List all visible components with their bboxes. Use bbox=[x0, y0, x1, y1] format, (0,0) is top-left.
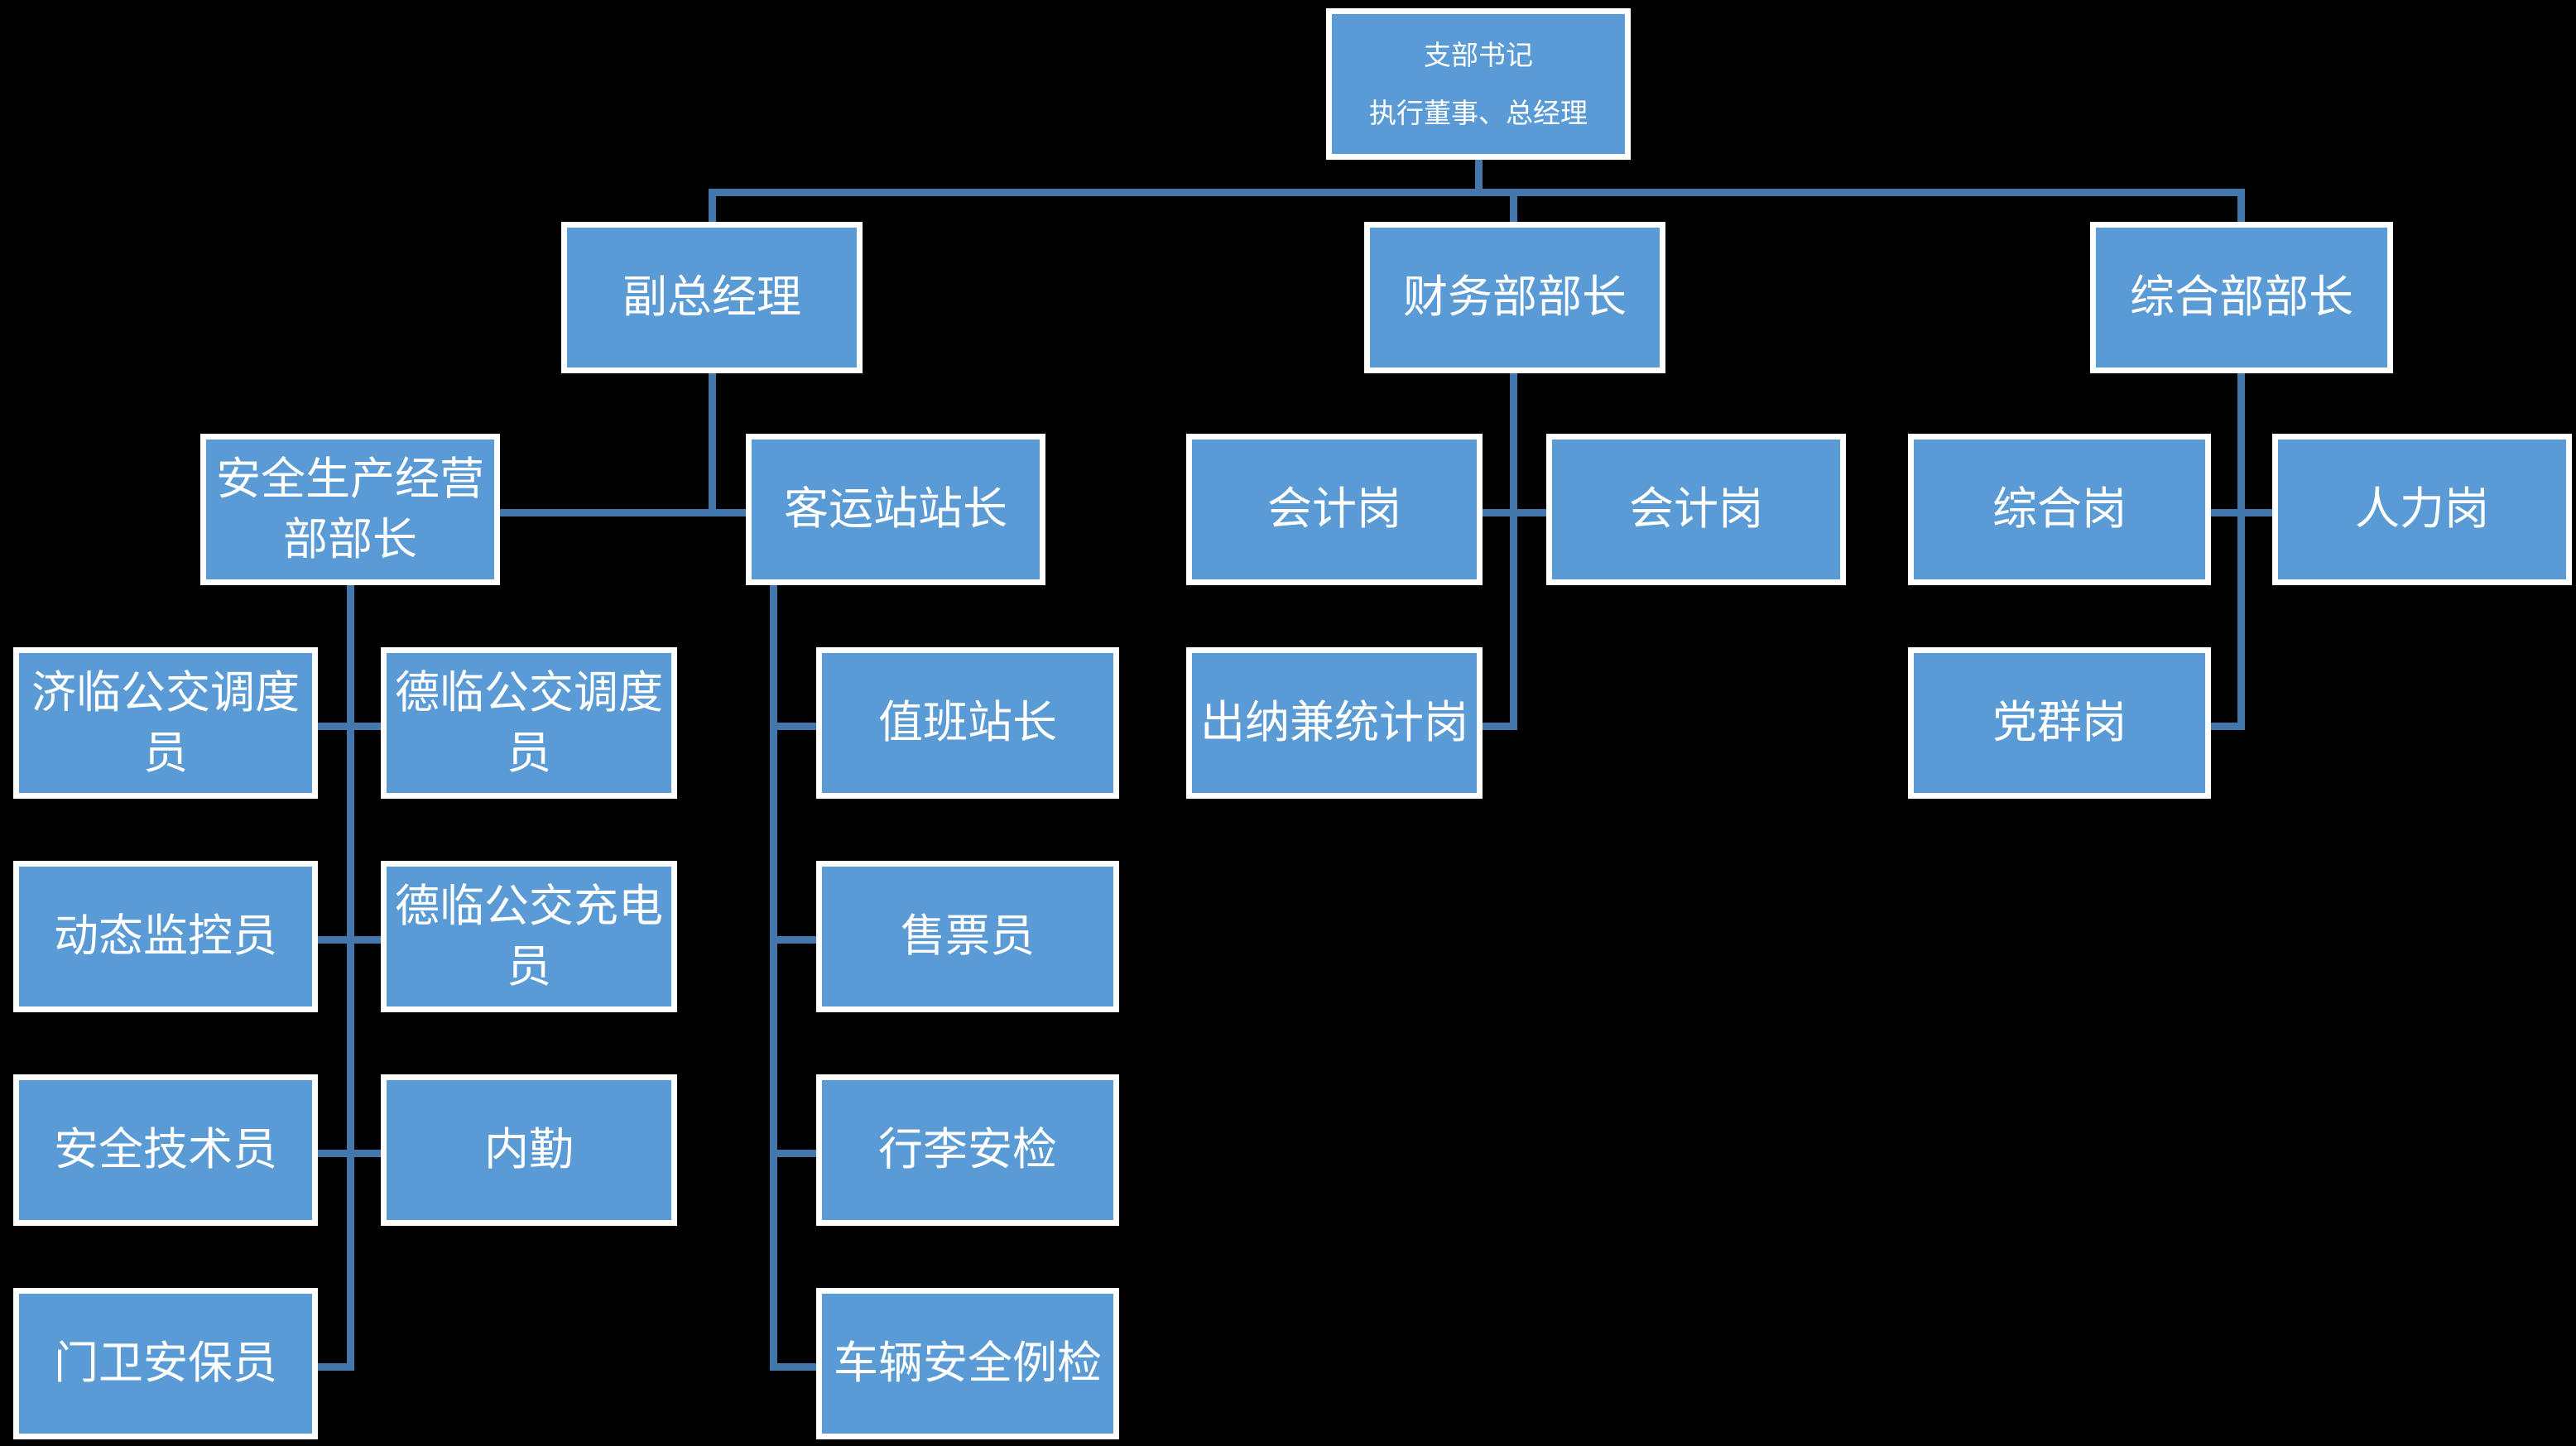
node-branch-secretary: 支部书记 执行董事、总经理 bbox=[1326, 8, 1631, 160]
node-deputy-gm: 副总经理 bbox=[561, 222, 863, 373]
node-gate-guard: 门卫安保员 bbox=[13, 1288, 318, 1439]
connector-finance-trunk bbox=[1510, 373, 1517, 730]
node-jilin-dispatcher: 济临公交调度员 bbox=[13, 647, 318, 799]
connector-general-trunk bbox=[2237, 373, 2245, 730]
node-general-head: 综合部部长 bbox=[2090, 222, 2393, 373]
node-general-post: 综合岗 bbox=[1908, 434, 2211, 585]
connector-station-trunk bbox=[770, 585, 777, 1371]
connector-deputy-gm-down bbox=[709, 373, 716, 516]
connector-safety-to-station bbox=[500, 509, 746, 516]
connector-stub-gate-guard bbox=[318, 1363, 354, 1371]
connector-stub-baggage-security bbox=[770, 1150, 816, 1157]
node-safety-technician: 安全技术员 bbox=[13, 1074, 318, 1226]
node-cashier-statistics: 出纳兼统计岗 bbox=[1186, 647, 1483, 799]
connector-drop-deputy-gm bbox=[709, 189, 716, 222]
node-branch-secretary-line2: 执行董事、总经理 bbox=[1369, 97, 1588, 128]
connector-drop-general-head bbox=[2237, 189, 2245, 222]
node-hr-post: 人力岗 bbox=[2272, 434, 2572, 585]
node-station-master: 客运站站长 bbox=[746, 434, 1045, 585]
node-vehicle-inspection: 车辆安全例检 bbox=[816, 1288, 1119, 1439]
connector-stub-duty-chief bbox=[770, 723, 816, 730]
connector-stub-party-mass bbox=[2211, 723, 2245, 730]
connector-level2-horizontal bbox=[709, 189, 2245, 196]
node-delin-dispatcher: 德临公交调度员 bbox=[381, 647, 677, 799]
node-delin-charger: 德临公交充电员 bbox=[381, 861, 677, 1012]
connector-accountants bbox=[1483, 509, 1546, 516]
node-dynamic-monitor: 动态监控员 bbox=[13, 861, 318, 1012]
node-finance-head: 财务部部长 bbox=[1364, 222, 1665, 373]
connector-stub-monitor-charger bbox=[318, 936, 381, 944]
node-accountant-1: 会计岗 bbox=[1186, 434, 1483, 585]
connector-root-stub bbox=[1475, 160, 1483, 196]
connector-stub-vehicle-inspection bbox=[770, 1363, 816, 1371]
connector-stub-ticket-seller bbox=[770, 936, 816, 944]
node-duty-station-chief: 值班站长 bbox=[816, 647, 1119, 799]
node-party-mass-post: 党群岗 bbox=[1908, 647, 2211, 799]
connector-safety-trunk bbox=[347, 585, 354, 1371]
connector-general-hr bbox=[2211, 509, 2272, 516]
node-baggage-security: 行李安检 bbox=[816, 1074, 1119, 1226]
node-branch-secretary-line1: 支部书记 bbox=[1424, 40, 1533, 71]
node-accountant-2: 会计岗 bbox=[1546, 434, 1846, 585]
connector-stub-technician-clerk bbox=[318, 1150, 381, 1157]
connector-stub-cashier bbox=[1483, 723, 1517, 730]
connector-stub-dispatchers bbox=[318, 723, 381, 730]
node-ticket-seller: 售票员 bbox=[816, 861, 1119, 1012]
connector-drop-finance-head bbox=[1510, 189, 1517, 222]
node-safety-dept-head: 安全生产经营部部长 bbox=[200, 434, 500, 585]
node-office-clerk: 内勤 bbox=[381, 1074, 677, 1226]
